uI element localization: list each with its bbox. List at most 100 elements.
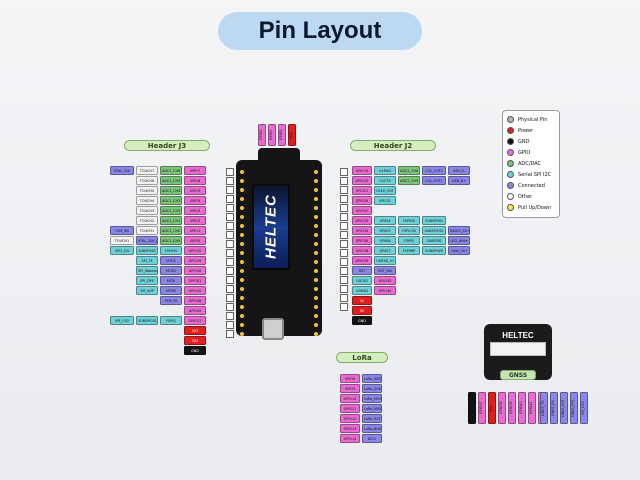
- spacer: [448, 196, 470, 205]
- pin-number-cell: [340, 195, 348, 203]
- j3-pin-label: XTAL_32K: [110, 166, 134, 175]
- pin-number-cell: [226, 222, 234, 230]
- header-pin-left: [240, 188, 244, 192]
- j3-pin-label: MTDI: [160, 276, 182, 285]
- header-pin-right: [314, 314, 318, 318]
- j2-pin-label: U1RXD: [374, 166, 396, 175]
- pin-number-cell: [226, 258, 234, 266]
- spacer: [136, 336, 158, 345]
- j3-pin-label: ADC1_CH1: [160, 216, 182, 225]
- j3-pin-label: MTDO: [160, 266, 182, 275]
- legend-label: ADC/DAC: [518, 160, 542, 167]
- j3-pin-label: GPIO2: [184, 216, 206, 225]
- header-pin-right: [314, 305, 318, 309]
- j2-pin-label: USB_D-: [448, 166, 470, 175]
- j3-pin-label: ADC1_CH6: [160, 166, 182, 175]
- spacer: [398, 186, 420, 195]
- legend-label: Connected: [518, 182, 545, 189]
- gnss-pin-label: GND: [468, 392, 476, 424]
- title-pill: Pin Layout: [218, 12, 422, 50]
- header-pin-left: [240, 323, 244, 327]
- spacer: [448, 316, 470, 325]
- header-pin-right: [314, 197, 318, 201]
- lora-pin-label: GPIO14: [340, 434, 360, 443]
- spacer: [448, 306, 470, 315]
- pin-number-cell: [226, 285, 234, 293]
- legend-label: Serial SPI I2C: [518, 171, 552, 178]
- j3-pin-label: GPIO46: [184, 296, 206, 305]
- usb-c-connector: [262, 318, 284, 340]
- spacer: [160, 326, 182, 335]
- j2-pin-label: U0RXD: [352, 286, 372, 295]
- pin-number-cell: [226, 195, 234, 203]
- header-pin-right: [314, 206, 318, 210]
- spacer: [374, 316, 396, 325]
- lora-pin-label: LoRa_BUSY: [362, 424, 382, 433]
- pin-number-cell: [340, 240, 348, 248]
- header-pin-left: [240, 269, 244, 273]
- pin-number-cell: [340, 249, 348, 257]
- spacer: [422, 186, 446, 195]
- j3-pin-label: ADC1_CH5: [160, 176, 182, 185]
- spacer: [110, 276, 134, 285]
- spacer: [110, 286, 134, 295]
- lora-pin-label: LoRa_MOSI: [362, 394, 382, 403]
- spacer: [136, 306, 158, 315]
- spacer: [398, 266, 420, 275]
- header-pin-right: [314, 224, 318, 228]
- j3-pin-label: MTCK: [160, 256, 182, 265]
- header-pin-left: [240, 170, 244, 174]
- j3-pin-label: GPIO40: [184, 266, 206, 275]
- spacer: [422, 316, 446, 325]
- j3-row: 3V3: [110, 326, 206, 335]
- pin-number-cell: [226, 312, 234, 320]
- pin-number-cell: [340, 222, 348, 230]
- pin-number-cell: [226, 213, 234, 221]
- j3-pin-label: SPI_Wakeup: [136, 266, 158, 275]
- header-j2-label: Header J2: [350, 140, 436, 151]
- spacer: [398, 256, 420, 265]
- spacer: [160, 306, 182, 315]
- top-pin-label: GPIO2: [278, 124, 286, 146]
- j2-pin-label: SUBSPID: [422, 236, 446, 245]
- spacer: [422, 266, 446, 275]
- header-pin-left: [240, 179, 244, 183]
- lora-pin-label: GPIO12: [340, 414, 360, 423]
- j2-pin-label: 5V: [352, 296, 372, 305]
- spacer: [110, 206, 134, 215]
- header-pin-right: [314, 287, 318, 291]
- j2-row: 5V: [352, 306, 470, 315]
- j3-pin-label: TOUCH6: [136, 176, 158, 185]
- header-pin-left: [240, 242, 244, 246]
- j3-pin-label: ADC1_CH0: [160, 226, 182, 235]
- j3-pin-label: FSM_SN: [110, 226, 134, 235]
- j2-pin-label: FSPICS0: [398, 226, 420, 235]
- spacer: [136, 346, 158, 355]
- lora-pin-label: GPIO11: [340, 404, 360, 413]
- j3-pin-label: GPIO5: [184, 186, 206, 195]
- legend-item: Connected: [507, 182, 545, 189]
- top-pin-label: GPIO0: [258, 124, 266, 146]
- j2-pin-label: USB_D+: [448, 176, 470, 185]
- spacer: [160, 336, 182, 345]
- header-pin-left: [240, 215, 244, 219]
- j3-pin-label: 3V3: [184, 336, 206, 345]
- header-pin-right: [314, 215, 318, 219]
- j2-pin-label: CLK_OUT2: [422, 166, 446, 175]
- lora-pin-label: GPIO13: [340, 424, 360, 433]
- j2-pin-label: GPIO20: [352, 176, 372, 185]
